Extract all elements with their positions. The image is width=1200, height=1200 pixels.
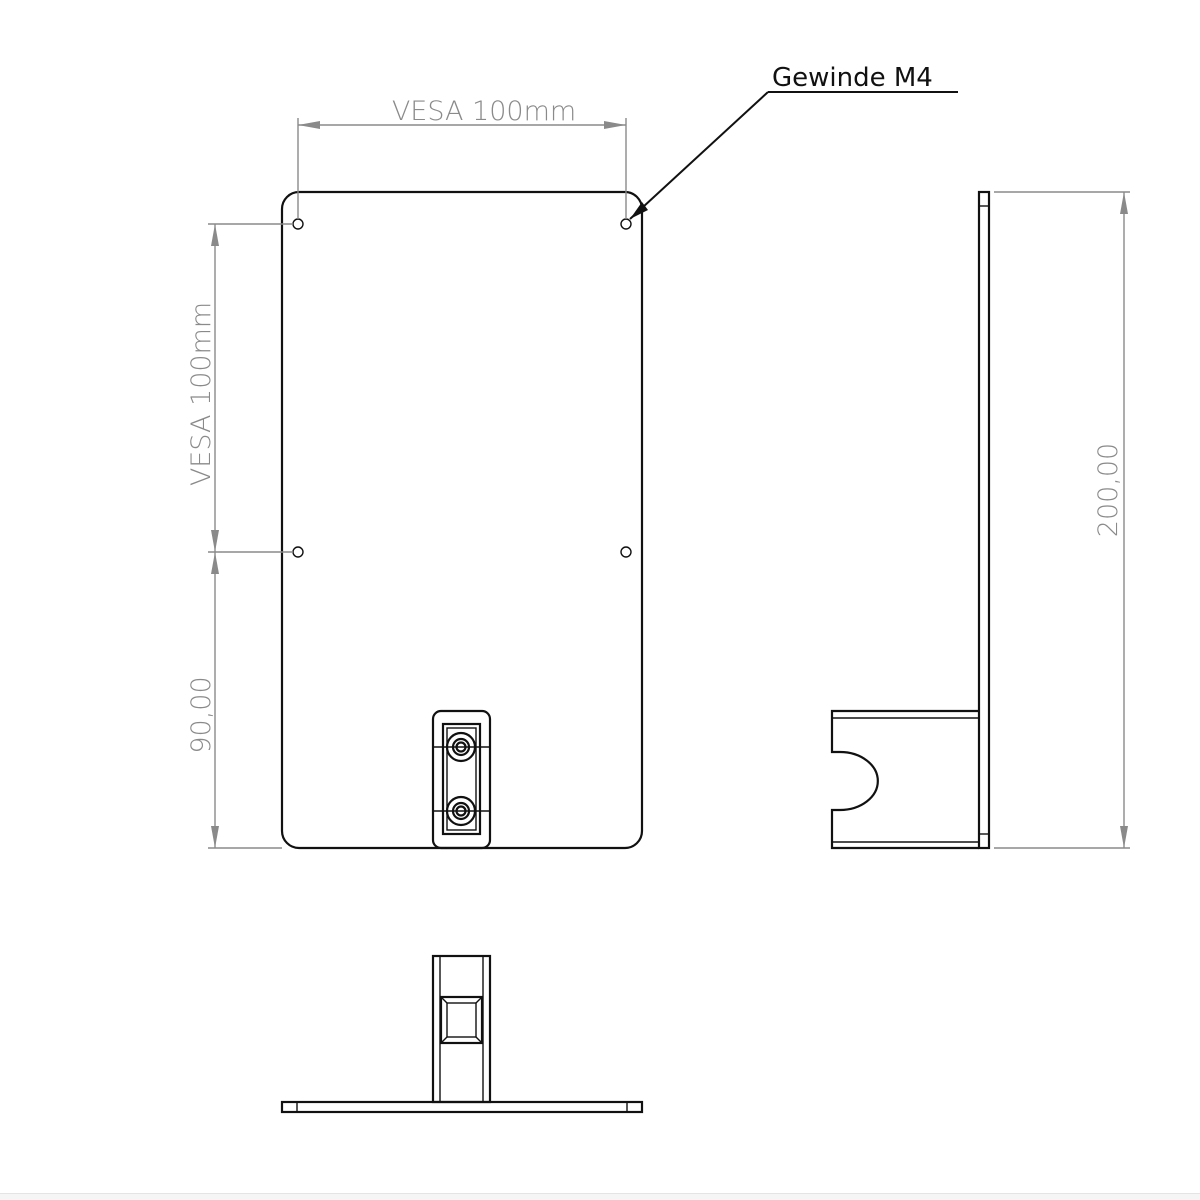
dimension-total-height: 200,00 (994, 191, 1130, 849)
callout-label-thread: Gewinde M4 (772, 63, 933, 93)
side-bracket-profile (830, 709, 979, 850)
bottom-edge-bar (0, 1193, 1200, 1200)
bottom-bracket (431, 709, 492, 850)
dimension-label-total-height: 200,00 (1093, 443, 1124, 537)
top-square-boss (439, 995, 484, 1045)
dimension-label-vesa-horizontal: VESA 100mm (392, 96, 576, 127)
dimension-label-lower-height: 90,00 (186, 676, 217, 753)
dimension-vesa-horizontal: VESA 100mm (297, 96, 627, 219)
dimension-label-vesa-vertical: VESA 100mm (186, 302, 217, 486)
front-view: VESA 100mm VESA 100mm 90,00 Gewinde M4 (186, 63, 958, 850)
vesa-hole-bottom-right (620, 546, 632, 558)
vesa-hole-bottom-left (292, 546, 304, 558)
screw-head-top (445, 731, 477, 763)
side-plate (977, 190, 991, 850)
top-base-plate (280, 1100, 644, 1114)
vesa-hole-top-left (292, 218, 304, 230)
vesa-hole-top-right (620, 218, 632, 230)
top-view (280, 954, 644, 1114)
dimension-lower-height: 90,00 (186, 552, 282, 849)
mounting-plate-outline (280, 190, 644, 850)
dimension-vesa-vertical: VESA 100mm (186, 223, 293, 553)
side-view: 200,00 (830, 190, 1130, 850)
top-bracket (431, 954, 492, 1104)
screw-head-bottom (445, 795, 477, 827)
callout-thread: Gewinde M4 (629, 63, 958, 220)
